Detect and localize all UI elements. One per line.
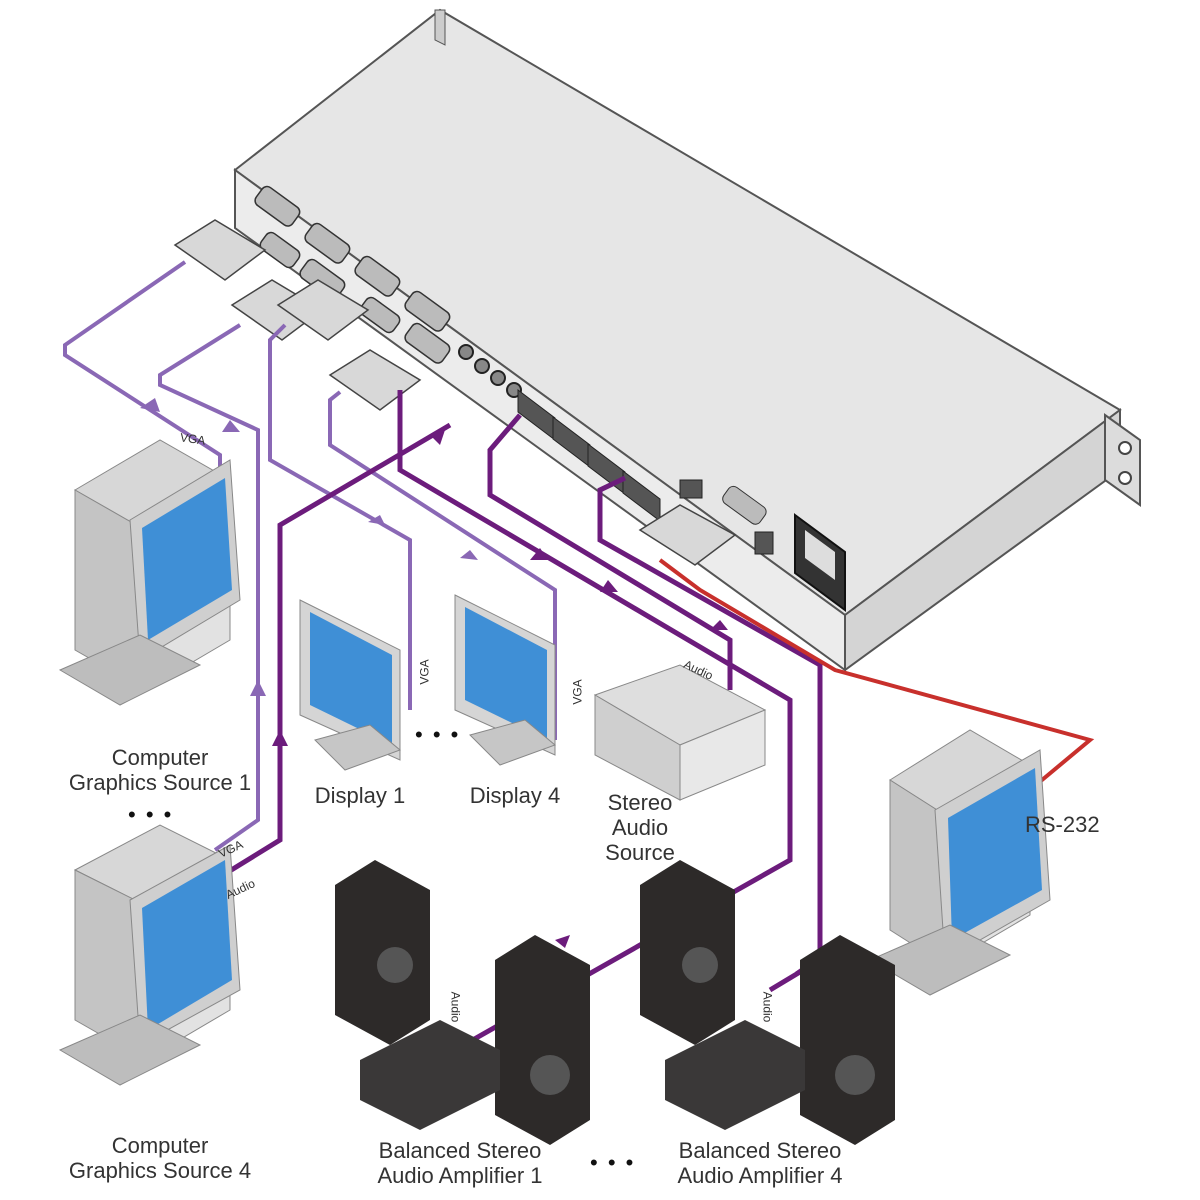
label-source-4: Computer Graphics Source 4 [68,1133,252,1183]
rs232-cable [658,558,1095,792]
label-source-1: Computer Graphics Source 1 [68,745,252,795]
computer-source-4 [58,824,241,1086]
signal-arrows [140,398,478,696]
display-4 [454,594,556,766]
amplifier-4-setup [640,860,895,1145]
cable-label-audio-amp4: Audio [760,991,775,1023]
label-rs232: RS-232 [1025,812,1100,837]
cable-label-vga-display4: VGA [570,679,585,705]
matrix-switcher-device [233,8,1141,672]
cable-label-vga-display1: VGA [417,659,432,685]
display-1 [299,599,401,771]
stereo-audio-source [593,664,767,801]
label-amp-4: Balanced Stereo Audio Amplifier 4 [677,1138,843,1188]
label-amp-1: Balanced Stereo Audio Amplifier 1 [377,1138,543,1188]
control-pc [868,729,1051,996]
cable-label-audio-amp1: Audio [448,991,463,1023]
label-display-1: Display 1 [314,783,406,808]
label-display-4: Display 4 [469,783,561,808]
ellipsis-sources: • • • [128,802,174,827]
ellipsis-amps: • • • [590,1150,636,1175]
label-stereo-source: Stereo Audio Source [605,790,675,865]
ellipsis-displays: • • • [415,722,461,747]
amplifier-1-setup [335,860,590,1145]
computer-source-1 [58,439,241,706]
